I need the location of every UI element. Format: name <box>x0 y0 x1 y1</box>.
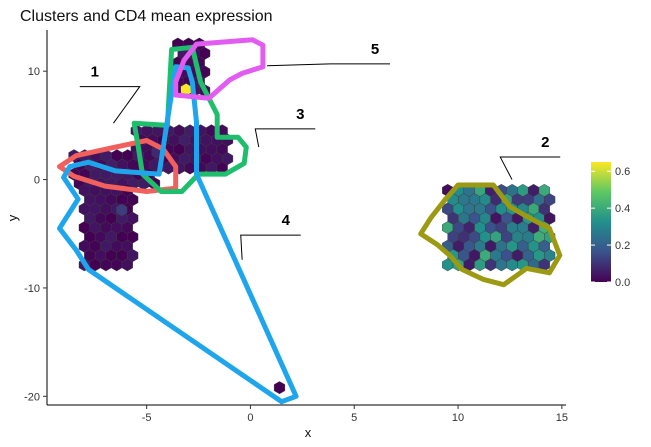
hex-cells <box>68 37 556 395</box>
x-tick-label: 10 <box>452 412 464 424</box>
x-axis: -5 0 5 10 15 <box>47 404 568 424</box>
colorbar-tick-label: 0.0 <box>615 277 630 289</box>
colorbar-legend: 0.0 0.2 0.4 0.6 <box>591 162 630 289</box>
chart-title: Clusters and CD4 mean expression <box>20 8 273 25</box>
callout-line-2 <box>499 156 561 180</box>
colorbar-tick-label: 0.4 <box>615 203 630 215</box>
cluster-label-2: 2 <box>541 134 549 151</box>
callout-line-1 <box>79 86 141 124</box>
callout-line-3 <box>254 128 316 148</box>
colorbar-tick-label: 0.2 <box>615 240 630 252</box>
colorbar <box>591 162 611 282</box>
colorbar-tick-label: 0.6 <box>615 166 630 178</box>
cluster-outline-5 <box>173 37 266 101</box>
hex-cell <box>116 203 128 217</box>
cluster-outline-2 <box>418 182 563 288</box>
y-tick-label: -20 <box>24 391 40 403</box>
callout-line-4 <box>240 234 301 260</box>
cluster-outline-1 <box>57 138 179 194</box>
plot-panel: 1 2 3 4 5 <box>57 37 563 405</box>
x-tick-label: -5 <box>142 412 152 424</box>
cluster-label-4: 4 <box>282 212 291 229</box>
x-axis-title: x <box>305 425 312 440</box>
y-tick-label: 0 <box>34 175 40 187</box>
hex-cell <box>273 381 286 395</box>
callout-line-5 <box>267 63 391 67</box>
cluster-label-5: 5 <box>371 41 379 58</box>
hex-cell <box>121 258 133 272</box>
cluster-callouts: 1 2 3 4 5 <box>79 41 561 260</box>
y-axis-title: y <box>5 214 20 221</box>
cluster-outline-4 <box>57 64 299 405</box>
x-tick-label: 5 <box>351 412 357 424</box>
cluster-outline-3 <box>131 44 249 194</box>
cluster-outlines <box>57 37 563 405</box>
cluster-label-1: 1 <box>91 64 99 81</box>
x-tick-label: 15 <box>556 412 568 424</box>
x-tick-label: 0 <box>247 412 253 424</box>
y-tick-label: -10 <box>24 283 40 295</box>
y-axis: -20 -10 0 10 <box>24 30 48 405</box>
cluster-label-3: 3 <box>296 106 304 123</box>
y-tick-label: 10 <box>28 66 40 78</box>
